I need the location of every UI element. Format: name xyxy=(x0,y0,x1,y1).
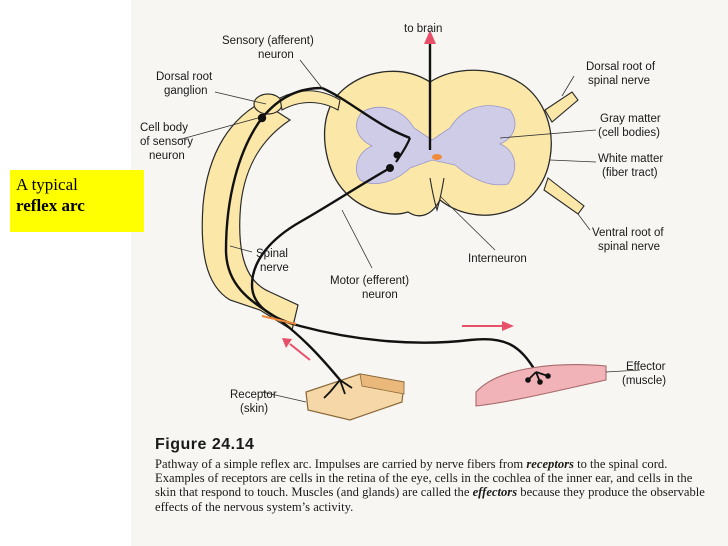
caption-text-part1: Pathway of a simple reflex arc. Impulses… xyxy=(155,457,524,471)
label-spinal-nerve-line2: nerve xyxy=(260,262,289,274)
caption-text-part2: to the spinal cord. Examples of receptor… xyxy=(155,457,693,500)
label-spinal-nerve-line1: Spinal xyxy=(256,248,288,260)
sensory-cell-body xyxy=(257,113,267,123)
label-gray-matter-line1: Gray matter xyxy=(600,113,661,125)
label-white-matter-line2: (fiber tract) xyxy=(602,167,658,179)
label-dorsal-root-line1: Dorsal root of xyxy=(586,61,656,73)
label-receptor-line2: (skin) xyxy=(240,403,268,415)
impulse-arrow-sensory xyxy=(289,343,311,361)
caption-text-part3: because they produce the observable effe… xyxy=(155,485,705,514)
label-to-brain: to brain xyxy=(404,23,442,35)
label-white-matter-line1: White matter xyxy=(598,153,663,165)
label-ventral-root-line1: Ventral root of xyxy=(592,227,664,239)
label-sensory-neuron-line1: Sensory (afferent) xyxy=(222,35,314,47)
motor-neuron-fiber xyxy=(250,166,538,373)
label-cell-body-line2: of sensory xyxy=(140,136,193,148)
caption-receptors-term: receptors xyxy=(526,457,574,471)
label-dorsal-root-line2: spinal nerve xyxy=(588,75,650,87)
label-motor-neuron-line2: neuron xyxy=(362,289,398,301)
figure-number: Figure 24.14 xyxy=(155,436,255,453)
caption-effectors-term: effectors xyxy=(472,485,518,500)
label-effector-line1: Effector xyxy=(626,361,666,373)
to-brain-arrowhead xyxy=(424,30,436,44)
caption-text: Pathway of a simple reflex arc. Impulses… xyxy=(155,457,715,514)
leader-lines xyxy=(177,59,641,403)
label-gray-matter-line2: (cell bodies) xyxy=(598,127,660,139)
nerve-band xyxy=(261,315,297,325)
label-cell-body-line1: Cell body xyxy=(140,122,188,134)
label-ventral-root-line2: spinal nerve xyxy=(598,241,660,253)
slide-title-tag: A typical reflex arc xyxy=(10,170,144,232)
slide-title-line2: reflex arc xyxy=(16,196,85,215)
interneuron-cell-body xyxy=(393,151,401,159)
label-cell-body-line3: neuron xyxy=(149,150,185,162)
slide-title-line1: A typical xyxy=(16,175,78,194)
central-canal xyxy=(432,154,442,160)
effector-junction-1 xyxy=(525,377,531,383)
interneuron-fiber xyxy=(395,137,412,163)
label-sensory-neuron-line2: neuron xyxy=(258,49,294,61)
effector-muscle xyxy=(475,364,607,407)
dorsal-root-right-shape xyxy=(544,91,579,123)
effector-junction-2 xyxy=(537,379,543,385)
sensory-to-interneuron-fiber xyxy=(321,86,411,140)
label-dorsal-root-ganglion-line1: Dorsal root xyxy=(156,71,213,83)
label-motor-neuron-line1: Motor (efferent) xyxy=(330,275,409,287)
receptor-skin-side xyxy=(359,373,405,395)
receptor-nerve-endings xyxy=(323,379,353,399)
impulse-arrow-motor-head xyxy=(502,321,514,331)
label-effector-line2: (muscle) xyxy=(622,375,666,387)
figure-caption: Figure 24.14 Pathway of a simple reflex … xyxy=(155,436,715,514)
effector-junction-3 xyxy=(545,373,551,379)
ventral-root-right-shape xyxy=(543,177,585,215)
gray-matter-shape xyxy=(356,105,516,186)
sensory-neuron-fiber xyxy=(224,86,341,381)
ventral-fissure xyxy=(429,177,445,212)
motor-neuron-cell-body xyxy=(386,164,394,172)
label-interneuron: Interneuron xyxy=(468,253,527,265)
impulse-arrow-sensory-head xyxy=(282,338,292,348)
label-dorsal-root-ganglion-line2: ganglion xyxy=(164,85,207,97)
label-receptor-line1: Receptor xyxy=(230,389,277,401)
